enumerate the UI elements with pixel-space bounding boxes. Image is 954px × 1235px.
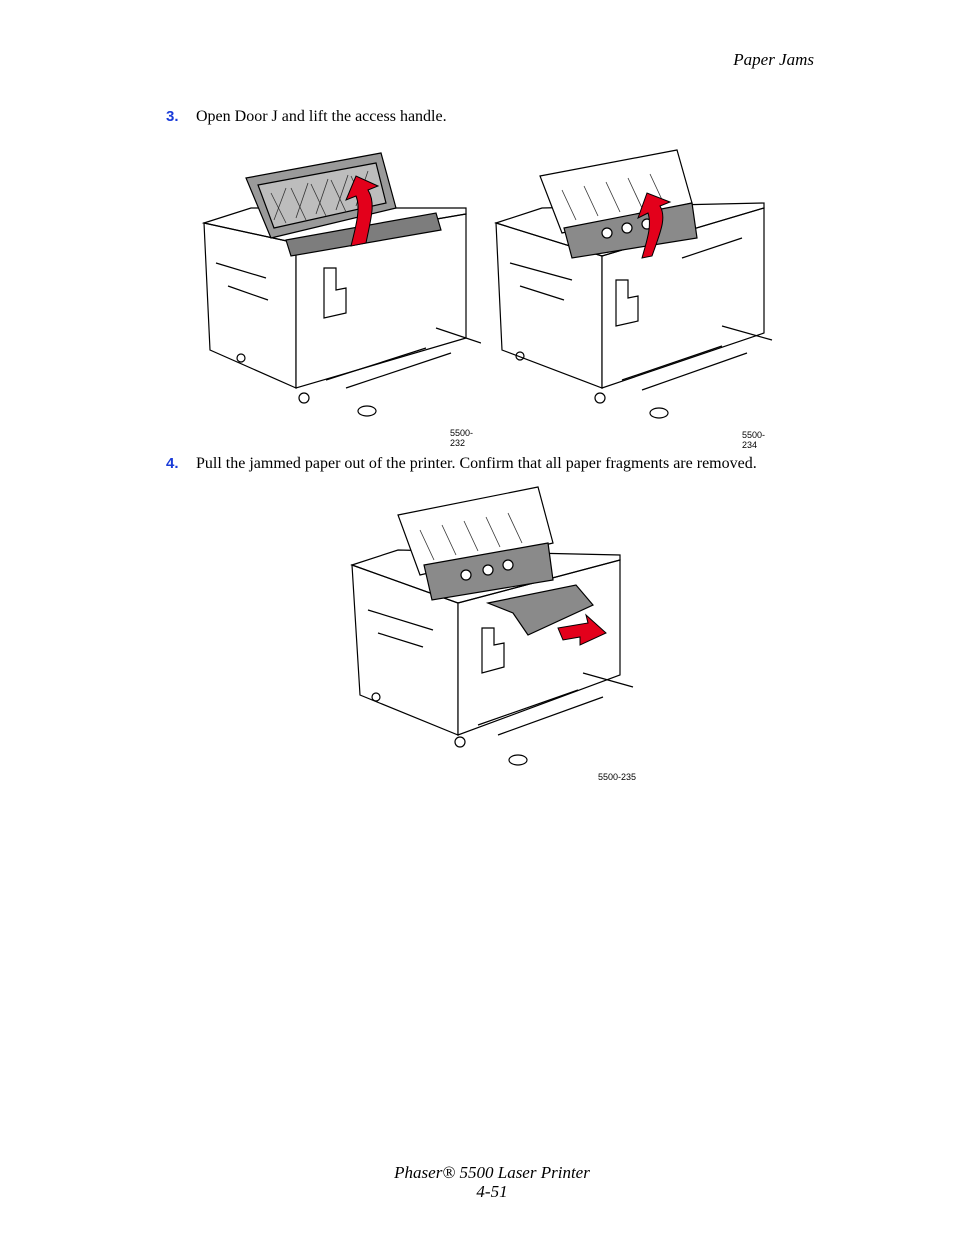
running-header: Paper Jams xyxy=(733,50,814,69)
figure-id: 5500-235 xyxy=(598,772,637,782)
figure-door-j-open: 5500-232 xyxy=(196,148,481,448)
printer-illustration xyxy=(494,149,773,419)
step-number: 3. xyxy=(166,108,179,125)
printer-illustration xyxy=(201,152,481,417)
page-footer: Phaser® 5500 Laser Printer 4-51 xyxy=(0,1163,954,1201)
figure-access-handle-lift: 5500-234 xyxy=(492,148,777,450)
step-text: Pull the jammed paper out of the printer… xyxy=(196,455,757,472)
step-text: Open Door J and lift the access handle. xyxy=(196,108,447,125)
step-4: 4. Pull the jammed paper out of the print… xyxy=(166,455,757,473)
footer-product: Phaser® 5500 Laser Printer xyxy=(394,1163,590,1182)
printer-illustration xyxy=(350,486,634,766)
step-number: 4. xyxy=(166,455,179,472)
footer-page-number: 4-51 xyxy=(476,1182,508,1201)
figure-id: 5500-234 xyxy=(742,430,766,450)
figure-id: 5500-232 xyxy=(450,428,474,448)
figure-remove-jammed-paper: 5500-235 xyxy=(348,485,638,785)
step-3: 3. Open Door J and lift the access handle… xyxy=(166,108,447,126)
